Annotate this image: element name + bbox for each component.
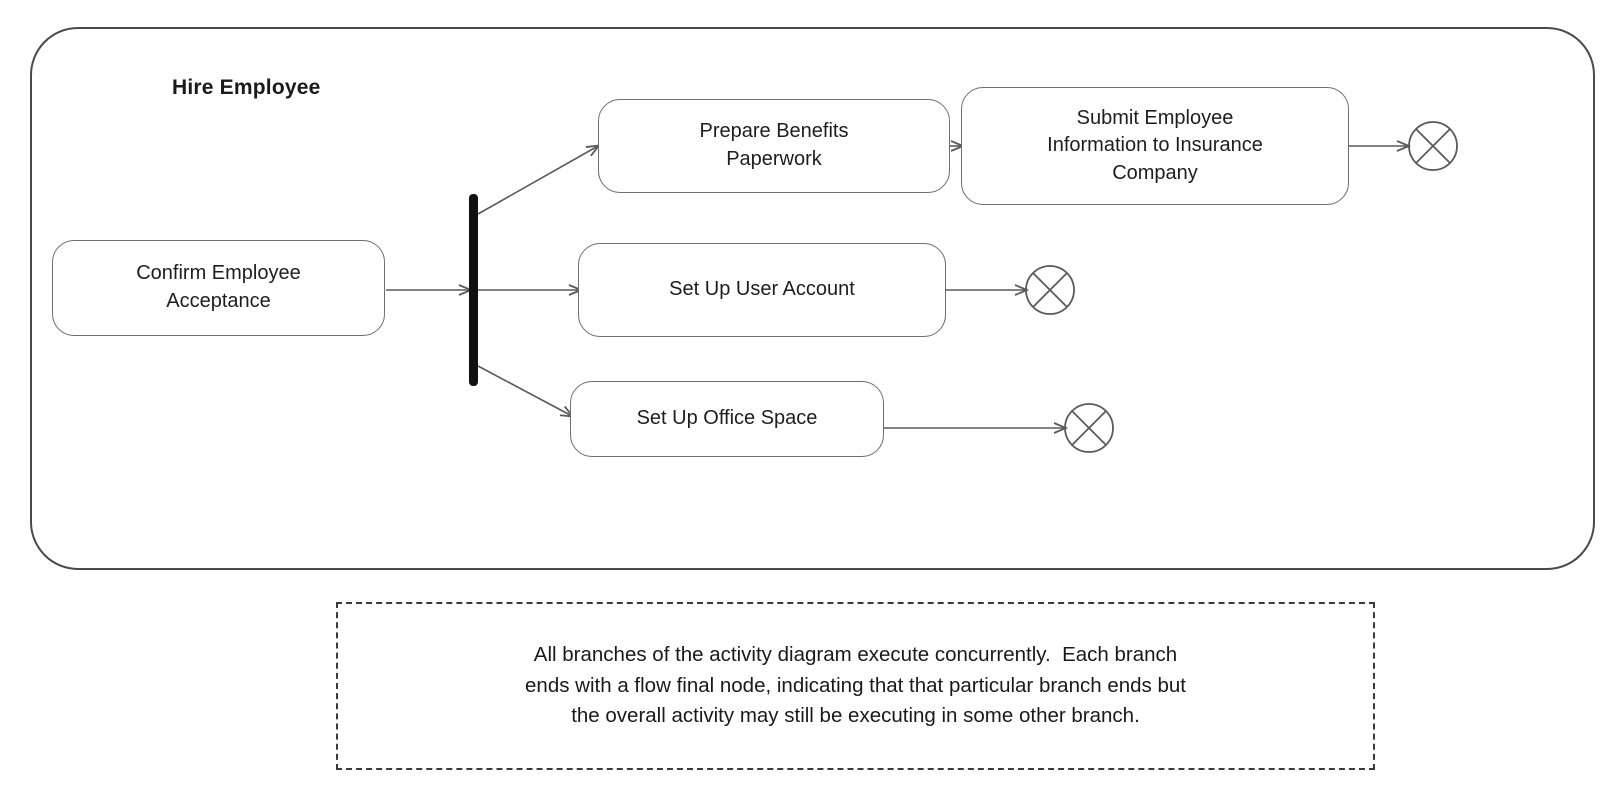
action-label-line: Paperwork xyxy=(726,148,822,170)
flow-final-node-icon[interactable] xyxy=(1407,120,1459,172)
action-label-line: Company xyxy=(1112,161,1198,184)
action-label-line: Prepare Benefits xyxy=(699,120,849,143)
note-box: All branches of the activity diagram exe… xyxy=(336,602,1375,770)
page-title: Hire Employee xyxy=(172,76,321,99)
note-line: ends with a flow final node, indicating … xyxy=(525,673,1186,697)
action-node-set-up-office-space[interactable]: Set Up Office Space xyxy=(570,381,884,457)
action-label-line: Confirm Employee xyxy=(136,262,301,285)
action-label-line: Set Up Office Space xyxy=(636,407,818,430)
action-label-line: Acceptance xyxy=(166,290,271,312)
action-label-line: Set Up User Account xyxy=(669,278,855,301)
action-label-line: Information to Insurance xyxy=(1047,134,1263,157)
note-line: the overall activity may still be execut… xyxy=(571,704,1140,728)
fork-node[interactable] xyxy=(469,194,478,386)
action-node-submit-employee-information-to-insurance-company[interactable]: Submit Employee Information to Insurance… xyxy=(961,87,1349,205)
edge-fork-to-benefits xyxy=(477,146,598,215)
note-line: All branches of the activity diagram exe… xyxy=(533,642,1178,666)
flow-final-node-icon[interactable] xyxy=(1024,264,1076,316)
edge-fork-to-office xyxy=(477,365,572,416)
flow-final-node-icon[interactable] xyxy=(1063,402,1115,454)
action-node-set-up-user-account[interactable]: Set Up User Account xyxy=(578,243,946,337)
action-label-line: Submit Employee xyxy=(1076,106,1234,129)
action-node-confirm-employee-acceptance[interactable]: Confirm Employee Acceptance xyxy=(52,240,385,336)
activity-frame xyxy=(30,27,1595,570)
action-node-prepare-benefits-paperwork[interactable]: Prepare Benefits Paperwork xyxy=(598,99,950,193)
